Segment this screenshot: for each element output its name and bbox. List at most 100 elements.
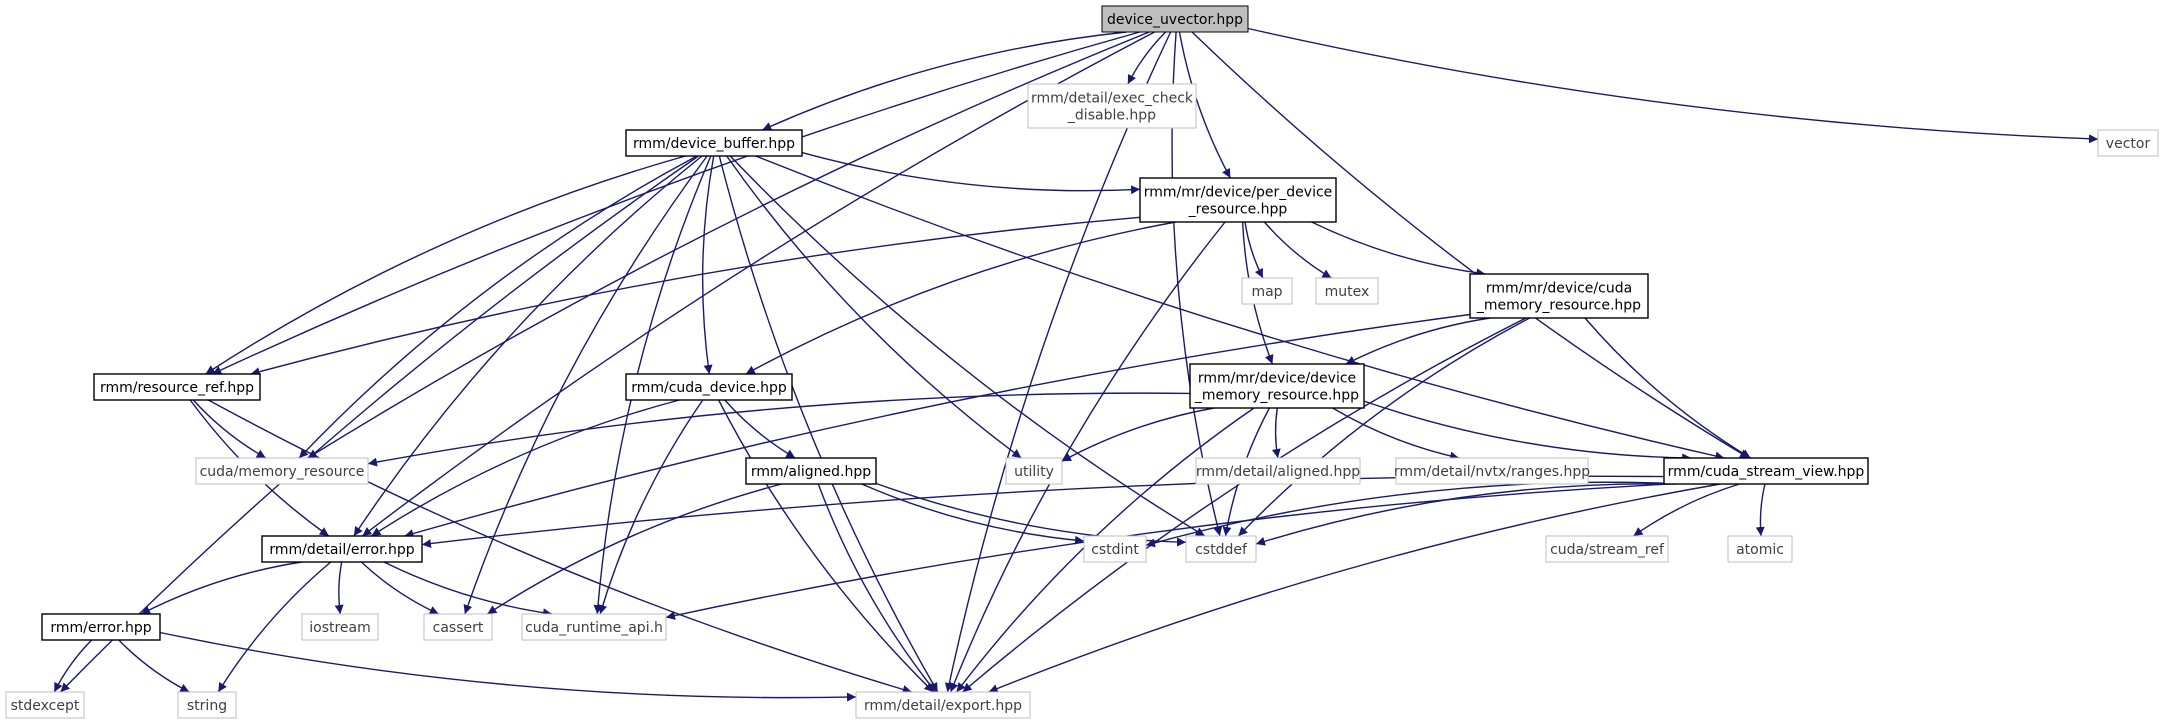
edge-cuda_mr-to-device_mr <box>1345 317 1491 365</box>
edge-per_device-to-map <box>1244 221 1264 279</box>
node-box <box>1101 5 1249 33</box>
node-label: iostream <box>309 620 371 636</box>
node-box <box>625 373 793 401</box>
node-label: stdexcept <box>11 698 80 714</box>
node-label: device_uvector.hpp <box>1107 12 1243 28</box>
node-device-buffer[interactable]: rmm/device_buffer.hpp <box>625 129 803 157</box>
edge-rmm_error-to-export <box>159 631 857 702</box>
edge-detail_error-to-rmm_error <box>140 561 302 615</box>
node-box <box>1185 535 1257 563</box>
node-box <box>423 613 493 641</box>
edge-root-to-stream_view <box>1191 31 1750 459</box>
node-label: string <box>187 698 227 714</box>
node-detail-error[interactable]: rmm/detail/error.hpp <box>261 535 423 563</box>
node-vector: vector <box>2097 129 2159 157</box>
edge-device_buffer-to-cuda_memres <box>298 155 698 459</box>
node-box <box>1005 457 1063 485</box>
node-box <box>2097 129 2159 157</box>
edge-resource_ref-to-export <box>207 399 912 694</box>
node-box <box>1027 83 1197 129</box>
node-label: rmm/detail/exec_check <box>1031 91 1194 107</box>
node-label: _memory_resource.hpp <box>1194 388 1359 404</box>
node-layer: device_uvector.hpprmm/device_buffer.hppr… <box>5 5 2159 719</box>
node-label: rmm/detail/nvtx/ranges.hpp <box>1394 464 1590 480</box>
node-label: rmm/mr/device/per_device <box>1144 185 1333 201</box>
node-box <box>93 373 261 401</box>
edge-device_buffer-to-stream_view <box>755 155 1725 461</box>
edge-aligned-to-cassert <box>487 483 782 615</box>
node-aligned[interactable]: rmm/aligned.hpp <box>745 457 877 485</box>
node-label: vector <box>2106 136 2151 152</box>
edge-detail_error-to-iostream <box>334 561 344 615</box>
node-label: rmm/cuda_device.hpp <box>631 380 787 396</box>
edge-cuda_device-to-cuda_runtime <box>598 399 704 615</box>
edge-root-to-exec_check <box>1127 31 1167 85</box>
node-device-mr[interactable]: rmm/mr/device/device_memory_resource.hpp <box>1189 363 1365 409</box>
edge-detail_error-to-cuda_runtime <box>383 561 553 618</box>
edge-cuda_mr-to-detail_error <box>404 313 1471 538</box>
node-string: string <box>177 691 237 719</box>
edge-cuda_mr-to-cstddef <box>1237 317 1530 537</box>
node-box <box>1139 177 1337 223</box>
edge-root-to-vector <box>1247 27 2099 144</box>
node-label: cstddef <box>1195 542 1248 558</box>
edge-device_mr-to-cuda_memres <box>367 392 1191 467</box>
node-label: rmm/resource_ref.hpp <box>100 380 254 396</box>
node-label: cstdint <box>1091 542 1139 558</box>
node-cuda-mr[interactable]: rmm/mr/device/cuda_memory_resource.hpp <box>1469 273 1649 319</box>
edge-detail_error-to-string <box>217 561 332 693</box>
edge-stream_view-to-atomic <box>1755 483 1766 537</box>
node-label: cuda/memory_resource <box>200 464 365 480</box>
node-box <box>41 613 161 641</box>
node-cuda-device[interactable]: rmm/cuda_device.hpp <box>625 373 793 401</box>
node-label: cassert <box>433 620 484 636</box>
edge-device_mr-to-utility <box>1061 407 1215 462</box>
node-cuda-memres: cuda/memory_resource <box>195 457 369 485</box>
edge-per_device-to-cuda_device <box>745 221 1176 375</box>
node-label: rmm/device_buffer.hpp <box>633 136 795 152</box>
node-cuda-runtime: cuda_runtime_api.h <box>521 613 667 641</box>
edge-cuda_device-to-export <box>717 399 934 693</box>
node-label: rmm/detail/aligned.hpp <box>1196 464 1360 480</box>
node-utility: utility <box>1005 457 1063 485</box>
node-box <box>625 129 803 157</box>
node-label: rmm/detail/export.hpp <box>864 698 1022 714</box>
node-label: rmm/aligned.hpp <box>751 464 871 480</box>
edge-device_mr-to-nvtx_ranges <box>1332 407 1460 461</box>
edge-cuda_device-to-detail_error <box>371 399 680 537</box>
node-per-device[interactable]: rmm/mr/device/per_device_resource.hpp <box>1139 177 1337 223</box>
node-label: _resource.hpp <box>1188 202 1288 218</box>
node-box <box>1195 457 1361 485</box>
node-box <box>1241 277 1293 305</box>
node-root[interactable]: device_uvector.hpp <box>1101 5 1249 33</box>
edge-per_device-to-export <box>949 221 1226 693</box>
node-box <box>195 457 369 485</box>
node-resource-ref[interactable]: rmm/resource_ref.hpp <box>93 373 261 401</box>
node-box <box>1083 535 1147 563</box>
node-detail-aligned: rmm/detail/aligned.hpp <box>1195 457 1361 485</box>
edge-device_buffer-to-export <box>718 155 939 693</box>
node-exec-check: rmm/detail/exec_check_disable.hpp <box>1027 83 1197 129</box>
edge-layer <box>53 27 2099 702</box>
edge-per_device-to-mutex <box>1263 221 1332 279</box>
node-mutex: mutex <box>1315 277 1379 305</box>
node-label: utility <box>1014 464 1054 480</box>
node-stream-view[interactable]: rmm/cuda_stream_view.hpp <box>1663 457 1869 485</box>
node-label: _memory_resource.hpp <box>1476 298 1641 314</box>
node-atomic: atomic <box>1727 535 1793 563</box>
node-export: rmm/detail/export.hpp <box>855 691 1031 719</box>
node-box <box>1395 457 1589 485</box>
edge-aligned-to-cstdint <box>861 483 1085 545</box>
node-box <box>855 691 1031 719</box>
node-box <box>261 535 423 563</box>
edge-root-to-export <box>944 31 1172 693</box>
node-rmm-error[interactable]: rmm/error.hpp <box>41 613 161 641</box>
edge-root-to-per_device <box>1178 31 1231 179</box>
node-box <box>1545 535 1669 563</box>
node-label: rmm/detail/error.hpp <box>269 542 414 558</box>
node-stdexcept: stdexcept <box>5 691 85 719</box>
edge-stream_view-to-export <box>988 483 1721 693</box>
edge-per_device-to-resource_ref <box>250 216 1141 377</box>
node-box <box>521 613 667 641</box>
node-box <box>1727 535 1793 563</box>
